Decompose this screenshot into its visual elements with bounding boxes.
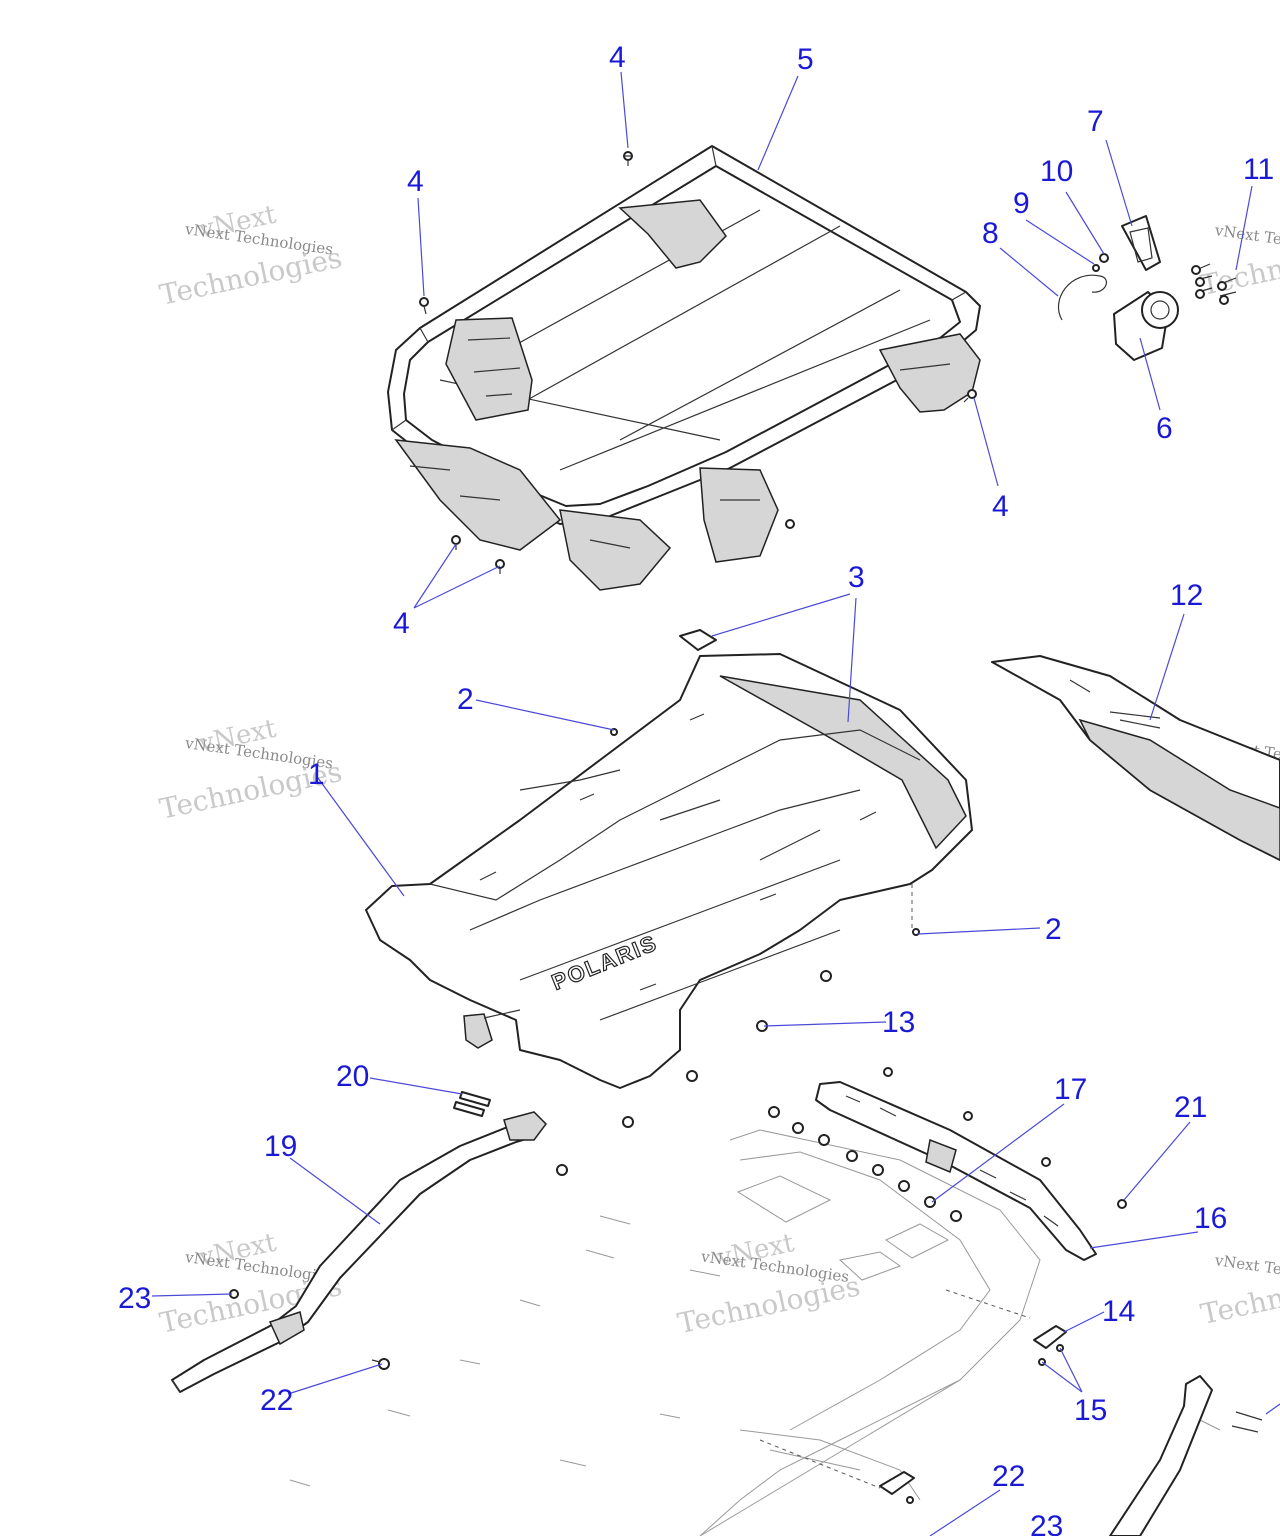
screw-4-left	[419, 297, 429, 315]
bolt-group-20	[453, 1091, 491, 1117]
watermark-technologies: Technologies	[675, 1269, 863, 1340]
callout-10: 10	[1040, 155, 1073, 188]
support-rod-19	[171, 1111, 547, 1393]
callout-22: 22	[260, 1384, 293, 1417]
callout-5: 5	[797, 43, 814, 76]
callout-16: 16	[1194, 1202, 1227, 1235]
latch-assembly	[1057, 215, 1237, 361]
screw-4-center	[785, 519, 795, 529]
screw-group-4	[419, 151, 977, 574]
callout-22: 22	[992, 1460, 1025, 1493]
tether-cable-8	[1057, 274, 1108, 321]
clip-3a	[679, 629, 717, 651]
bolt-group-11	[1191, 263, 1237, 305]
watermark-top-left: vNext vNext Technologies Technologies	[157, 200, 345, 312]
side-panel-12	[991, 655, 1280, 861]
nut-13c	[686, 1070, 698, 1082]
support-rod-right	[1109, 1375, 1263, 1536]
callout-9: 9	[1013, 187, 1030, 220]
bolt-row-17	[768, 1067, 1051, 1222]
nut-13d	[622, 1116, 634, 1128]
nut-group-13	[556, 970, 832, 1176]
latch-handle	[463, 1009, 521, 1049]
callout-4: 4	[407, 165, 424, 198]
clip-10	[1099, 253, 1109, 263]
callout-4: 4	[393, 607, 410, 640]
nut-13a	[820, 970, 832, 982]
bracket-14	[1033, 1325, 1067, 1349]
callout-2: 2	[457, 683, 474, 716]
bracket-lower	[879, 1471, 915, 1504]
callout-4: 4	[992, 490, 1009, 523]
pin-9	[1092, 264, 1100, 272]
screw-4-bottom-b	[495, 559, 505, 574]
callout-13: 13	[882, 1006, 915, 1039]
callout-21: 21	[1174, 1091, 1207, 1124]
callout-14: 14	[1102, 1295, 1135, 1328]
callout-20: 20	[336, 1060, 369, 1093]
screw-2-top	[610, 728, 618, 736]
callout-12: 12	[1170, 579, 1203, 612]
mounting-rail-16	[815, 1081, 1097, 1261]
callout-8: 8	[982, 217, 999, 250]
latch-bracket-7	[1121, 215, 1161, 271]
nut-13e	[556, 1164, 568, 1176]
screw-4-right	[963, 389, 977, 403]
callout-4: 4	[609, 41, 626, 74]
callout-6: 6	[1156, 412, 1173, 445]
callout-23: 23	[1030, 1510, 1063, 1536]
chassis-ghost-outline	[289, 1129, 1221, 1536]
callout-17: 17	[1054, 1073, 1087, 1106]
callout-1: 1	[308, 758, 325, 791]
cargo-rack-frame	[387, 145, 981, 591]
cargo-box-bed-1: POLARIS	[365, 653, 973, 1089]
callout-23: 23	[118, 1282, 151, 1315]
screw-21	[1117, 1199, 1127, 1209]
watermark-low-center: vNext vNext Technologies Technologies	[675, 1228, 863, 1340]
watermark-low-right: vNext Technologies Technologies	[1198, 1251, 1280, 1331]
screw-group-2	[610, 728, 920, 936]
callout-15: 15	[1074, 1394, 1107, 1427]
callout-2: 2	[1045, 913, 1062, 946]
callout-labels: 4 5 4 7 10 11 9 8 6 4 4 3 12 2 1 2 13 20…	[118, 41, 1274, 1536]
fastener-22-left	[371, 1358, 390, 1370]
callout-19: 19	[264, 1130, 297, 1163]
watermark-technologies: Technologies	[157, 241, 345, 312]
screw-2-right	[912, 928, 920, 936]
callout-11: 11	[1243, 153, 1274, 186]
screw-4-top	[623, 151, 633, 166]
watermark-top-right: vNext Technologies Technologies	[1198, 221, 1280, 302]
callout-3: 3	[848, 561, 865, 594]
leader-lines	[151, 71, 1280, 1536]
callout-7: 7	[1087, 105, 1104, 138]
